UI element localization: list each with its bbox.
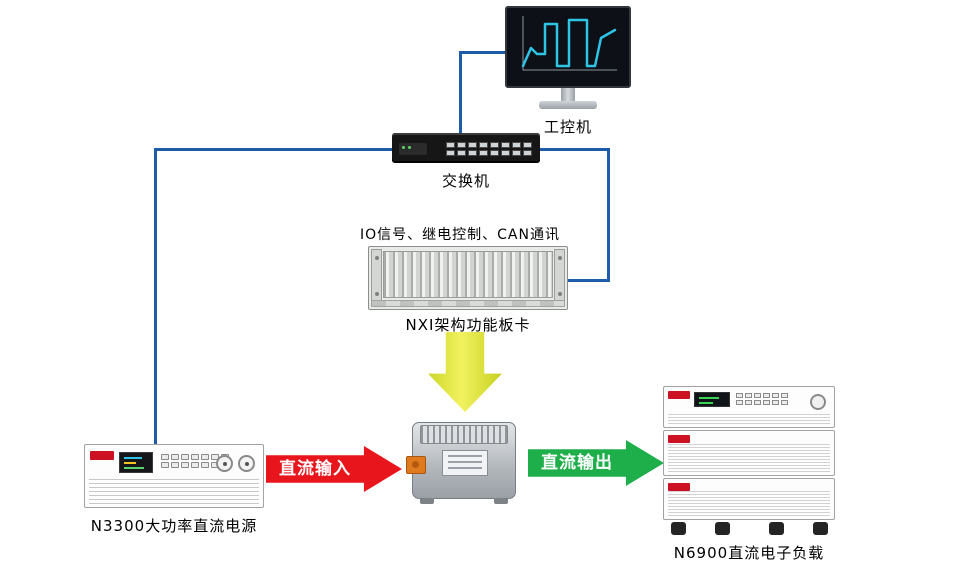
load-brand-logo bbox=[668, 391, 690, 399]
dc-output-label: 直流输出 bbox=[541, 453, 613, 473]
caster-wheel bbox=[813, 522, 828, 535]
dut-orange-connector bbox=[406, 456, 426, 474]
load-unit-mid bbox=[663, 430, 835, 476]
n6900-electronic-load bbox=[663, 386, 835, 536]
connector-pc-to-switch bbox=[459, 51, 462, 135]
psu-display bbox=[119, 452, 153, 473]
psu-output-socket bbox=[238, 455, 255, 472]
load-keypad bbox=[736, 393, 788, 405]
psu-vent-grille bbox=[89, 478, 259, 504]
switch-led bbox=[402, 146, 405, 149]
industrial-pc-monitor bbox=[505, 6, 631, 112]
psu-output-socket bbox=[216, 455, 233, 472]
dut-foot bbox=[420, 498, 434, 504]
dc-input-label: 直流输入 bbox=[279, 459, 351, 479]
dut-cooling-fins bbox=[420, 425, 508, 444]
dut-converter bbox=[406, 412, 520, 504]
control-down-arrow bbox=[428, 332, 502, 412]
monitor-stand bbox=[561, 88, 575, 101]
dut-nameplate bbox=[442, 450, 488, 476]
load-display bbox=[694, 392, 730, 407]
caster-wheel bbox=[715, 522, 730, 535]
dc-input-arrow: 直流输入 bbox=[266, 446, 402, 492]
waveform-icon bbox=[521, 16, 617, 71]
network-switch bbox=[392, 133, 540, 163]
dut-foot bbox=[494, 498, 508, 504]
nxi-board-label: NXI架构功能板卡 bbox=[405, 316, 531, 334]
load-grille bbox=[668, 490, 830, 516]
switch-status-panel bbox=[399, 143, 427, 155]
io-signals-caption: IO信号、继电控制、CAN通讯 bbox=[360, 227, 560, 243]
connector-pc-horizontal bbox=[459, 51, 507, 54]
connector-switch-to-nxi-vertical bbox=[607, 148, 610, 282]
nxi-bottom-rail bbox=[371, 300, 565, 307]
nxi-chassis bbox=[368, 246, 568, 310]
load-unit-bottom bbox=[663, 478, 835, 520]
switch-led bbox=[408, 146, 411, 149]
power-supply-label: N3300大功率直流电源 bbox=[90, 517, 258, 535]
connector-switch-left-horizontal bbox=[154, 148, 394, 151]
load-grille bbox=[668, 412, 830, 424]
nxi-endcap-left bbox=[371, 249, 382, 307]
nxi-card-slots bbox=[383, 251, 553, 298]
industrial-pc-label: 工控机 bbox=[543, 118, 592, 136]
psu-brand-logo bbox=[90, 451, 114, 460]
monitor-screen bbox=[505, 6, 631, 88]
switch-ports bbox=[446, 142, 532, 156]
load-knob bbox=[810, 394, 826, 410]
dc-output-arrow: 直流输出 bbox=[528, 440, 664, 486]
caster-wheel bbox=[769, 522, 784, 535]
load-unit-top bbox=[663, 386, 835, 428]
connector-nxi-horizontal bbox=[566, 279, 610, 282]
nxi-endcap-right bbox=[554, 249, 565, 307]
load-brand-logo bbox=[668, 483, 690, 491]
load-grille bbox=[668, 444, 830, 472]
electronic-load-label: N6900直流电子负载 bbox=[673, 544, 825, 562]
load-brand-logo bbox=[668, 435, 690, 443]
monitor-base bbox=[539, 101, 597, 109]
connector-switch-right-horizontal bbox=[538, 148, 610, 151]
caster-wheel bbox=[671, 522, 686, 535]
switch-label: 交换机 bbox=[441, 172, 490, 190]
n3300-power-supply bbox=[84, 444, 264, 508]
connector-switch-to-psu bbox=[154, 148, 157, 446]
